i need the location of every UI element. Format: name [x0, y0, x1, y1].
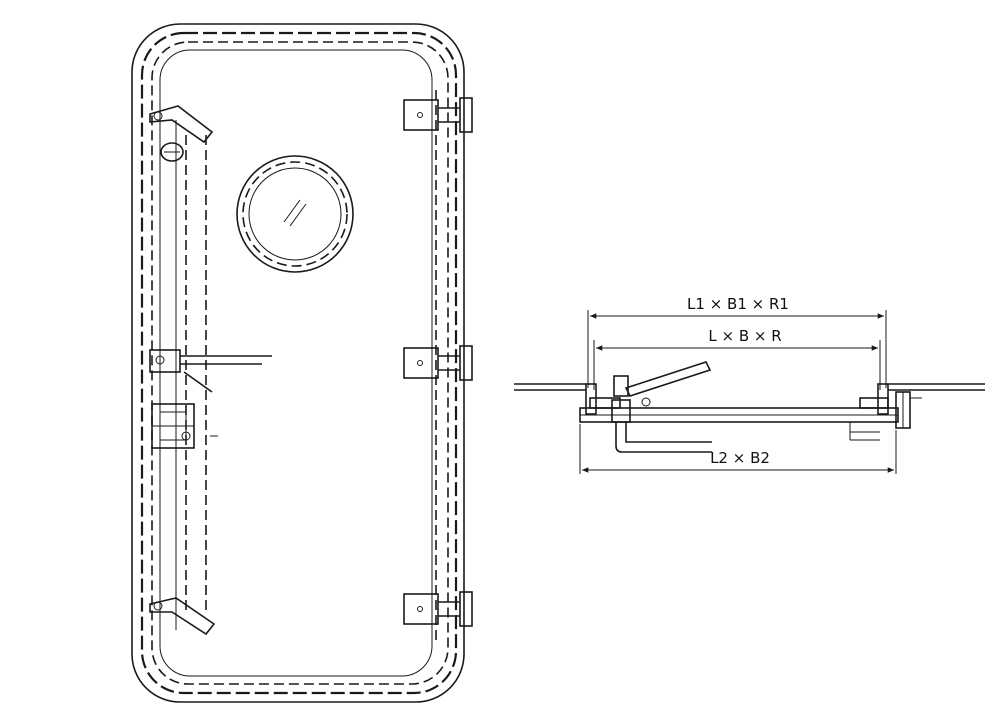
section-lever-handle: [613, 361, 712, 407]
right-dog: [895, 391, 922, 429]
door-frame-dashed-outer: [140, 31, 458, 695]
dim-label-cutout: L2 × B2: [710, 449, 770, 467]
inner-handle: [611, 399, 712, 453]
dim-label-clear: L × B × R: [708, 327, 781, 345]
main-lever-handle: [149, 349, 272, 393]
middle-hinge: [403, 345, 473, 381]
porthole-window: [236, 155, 354, 273]
lower-dog-handle: [149, 597, 216, 636]
bottom-hinge: [403, 591, 473, 627]
dim-label-overall: L1 × B1 × R1: [687, 295, 789, 313]
upper-dog-handle: [149, 105, 214, 144]
top-hinge: [403, 97, 473, 133]
door-outer-frame: [131, 23, 465, 703]
door-section-view: L1 × B1 × R1 L × B × R: [514, 295, 985, 474]
indicator-oval: [160, 142, 184, 162]
door-frame-dashed-inner: [151, 41, 449, 685]
dog-bar: [175, 120, 207, 630]
door-front-view: [131, 23, 473, 703]
locking-block: [151, 403, 218, 449]
door-panel-line: [159, 49, 433, 677]
